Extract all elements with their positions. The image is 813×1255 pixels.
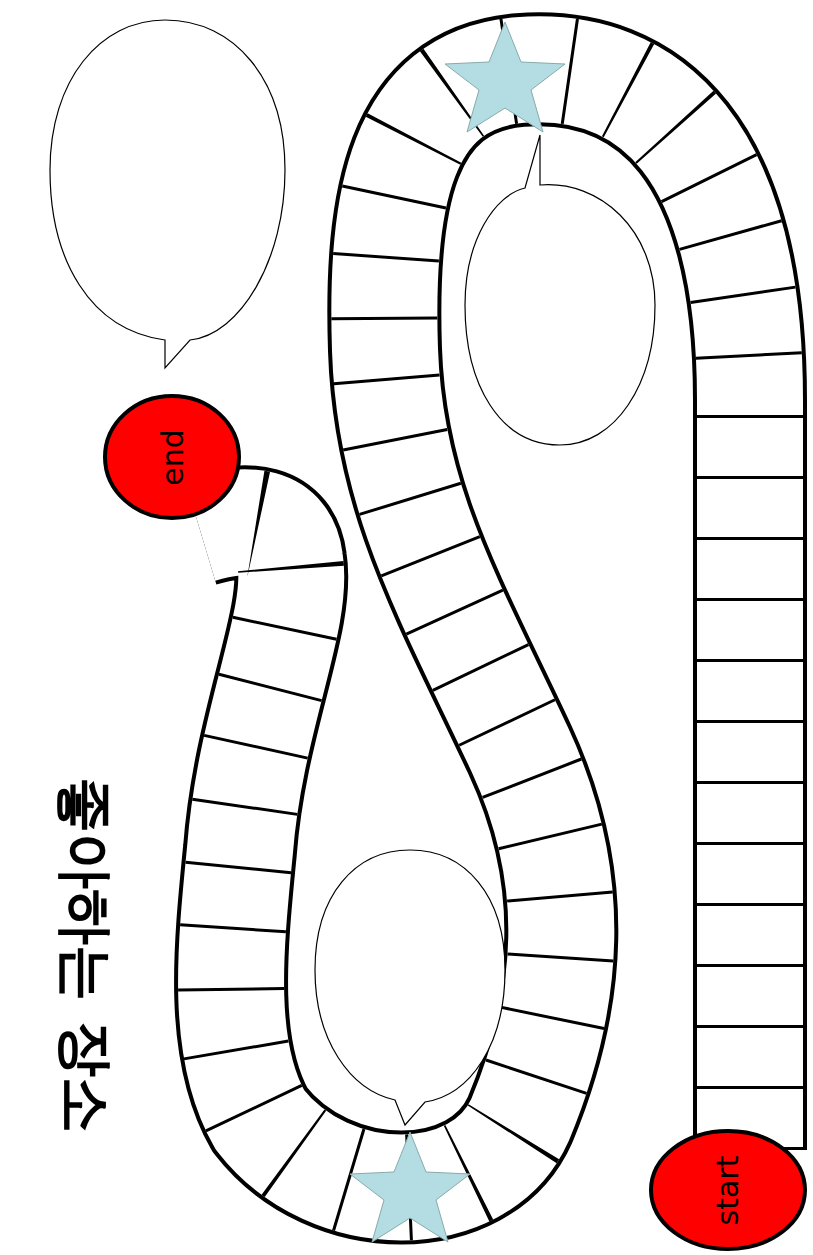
track-outline — [200, 69, 750, 1187]
speech-bubble — [50, 20, 285, 368]
track-squares — [200, 69, 750, 1187]
round-space: end — [102, 393, 242, 521]
space-label: start — [711, 1155, 746, 1225]
track-fill — [200, 69, 750, 1187]
speech-bubble — [315, 850, 505, 1125]
space-label: end — [154, 429, 189, 486]
star — [350, 1132, 470, 1242]
star — [445, 22, 565, 132]
round-space: start — [648, 1128, 808, 1252]
board-title: 좋아하는 장소 — [47, 777, 123, 1133]
speech-bubble — [465, 135, 655, 445]
